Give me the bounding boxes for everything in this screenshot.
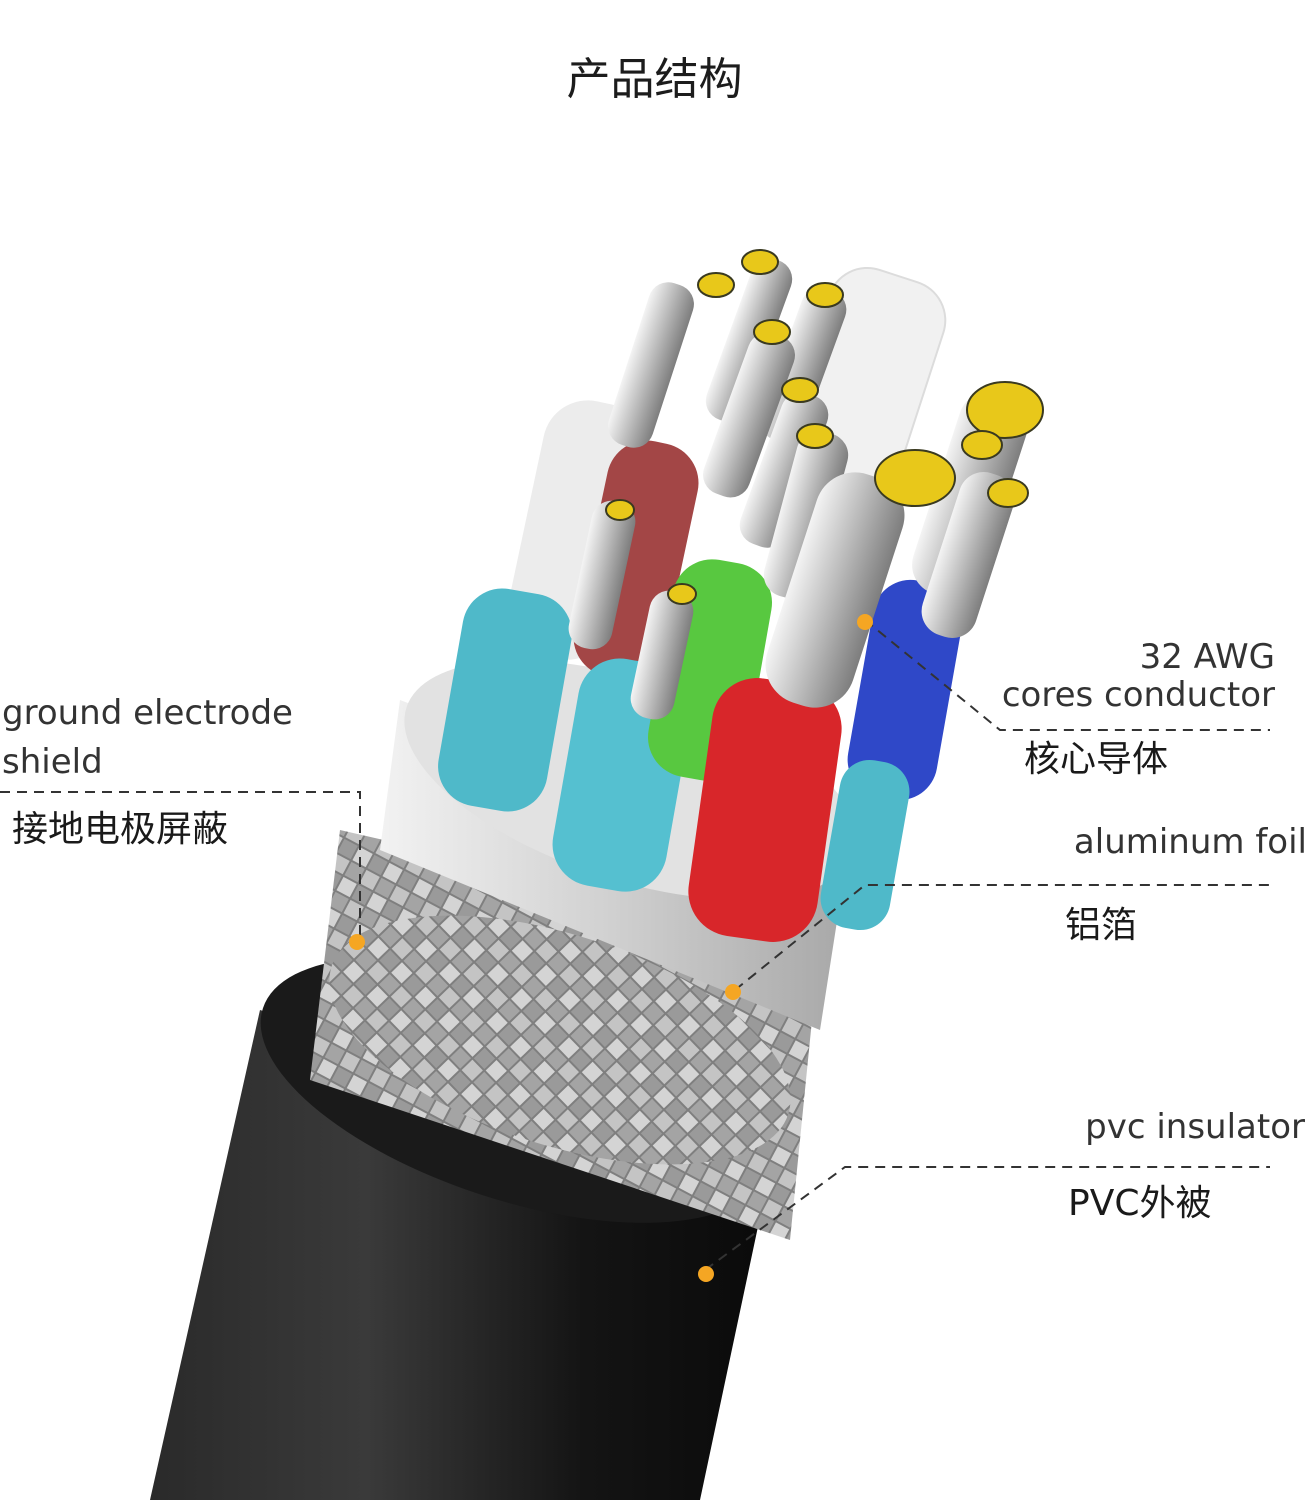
marker-core-conductor	[857, 614, 873, 630]
strand-bundle	[603, 277, 699, 453]
aluminum-foil-label-en: aluminum foil	[1074, 825, 1307, 859]
core-conductor-label-en2: cores conductor	[1002, 678, 1275, 712]
core-conductor-label-zh: 核心导体	[1024, 742, 1168, 778]
ground-shield-label-en1: ground electrode	[2, 696, 293, 730]
pvc-insulator-label-en: pvc insulator	[1085, 1110, 1305, 1144]
ground-shield-label-zh: 接地电极屏蔽	[12, 812, 228, 848]
aluminum-foil-label-zh: 铝箔	[1065, 908, 1137, 944]
core-conductor-label-en1: 32 AWG	[1140, 640, 1275, 674]
page-title: 产品结构	[0, 58, 1309, 102]
pvc-insulator-label-zh: PVC外被	[1068, 1186, 1211, 1222]
marker-aluminum-foil	[725, 984, 741, 1000]
marker-ground-shield	[349, 934, 365, 950]
ground-shield-label-en2: shield	[2, 745, 103, 779]
marker-pvc	[698, 1266, 714, 1282]
